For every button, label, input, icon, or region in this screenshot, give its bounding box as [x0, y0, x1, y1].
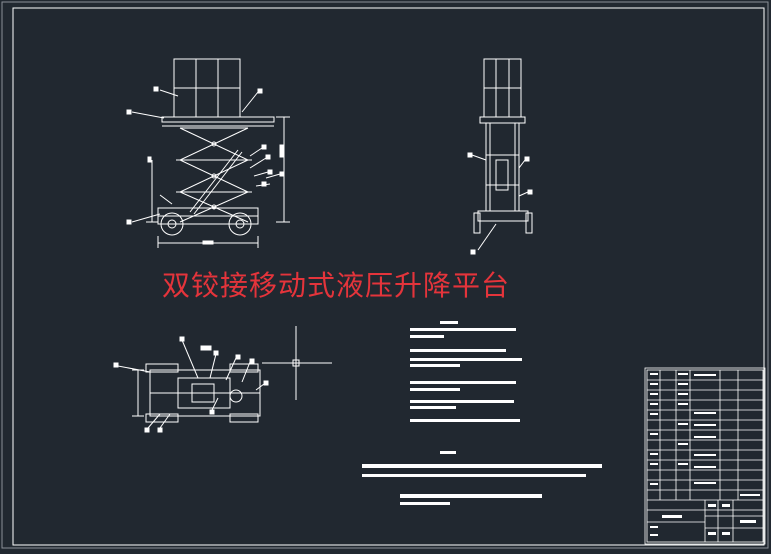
- crosshair-cursor: [262, 326, 332, 400]
- side-view: [467, 58, 533, 255]
- technical-notes: [362, 321, 602, 505]
- title-block-fills: [650, 373, 760, 536]
- drawing-title: 双铰接移动式液压升降平台: [162, 269, 511, 302]
- front-view: [126, 58, 290, 248]
- inner-border: [12, 7, 765, 546]
- title-block: [644, 367, 766, 545]
- plan-view: [113, 336, 269, 433]
